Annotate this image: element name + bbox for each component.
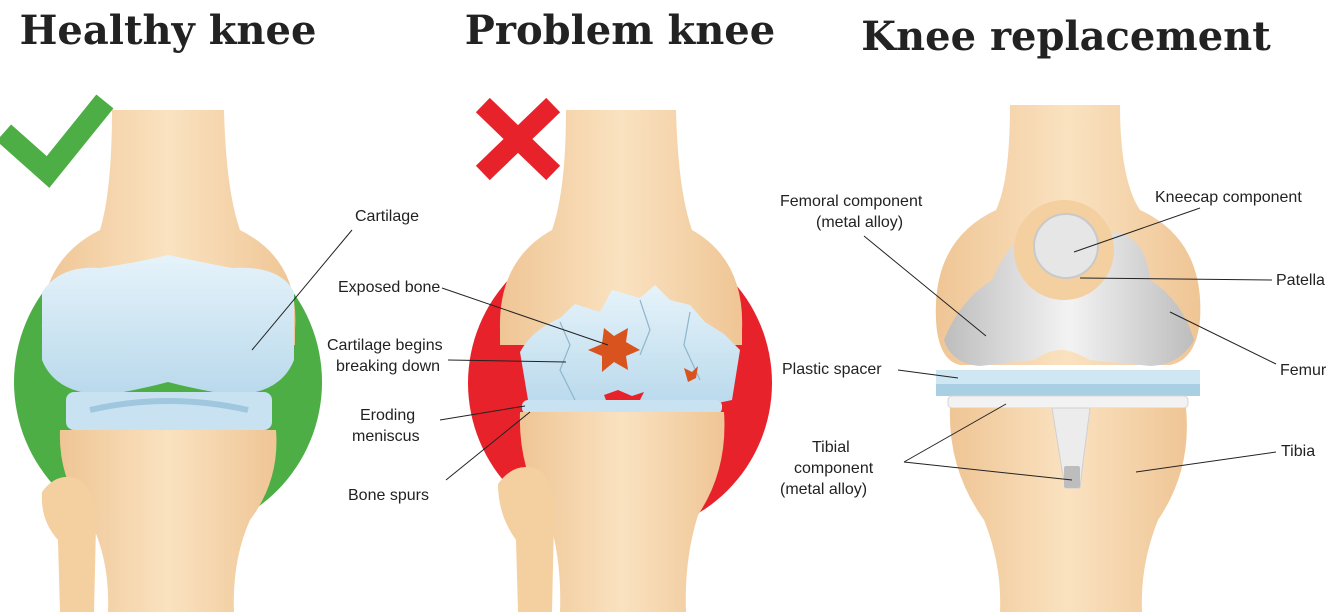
label-tibial-2: component <box>794 460 874 477</box>
label-cartilage-breaking-1: Cartilage begins <box>327 337 443 354</box>
label-cartilage-breaking-2: breaking down <box>336 358 440 375</box>
kneecap-component <box>1034 214 1098 278</box>
cartilage <box>42 255 294 395</box>
label-bone-spurs: Bone spurs <box>348 487 429 504</box>
cross-icon <box>490 112 546 166</box>
label-kneecap: Kneecap component <box>1155 189 1302 206</box>
fibula-bone <box>498 467 554 612</box>
label-plastic-spacer: Plastic spacer <box>782 361 882 378</box>
eroding-meniscus <box>522 400 722 414</box>
label-tibia: Tibia <box>1281 443 1315 460</box>
title-problem-knee: Problem knee <box>465 7 775 54</box>
title-healthy-knee: Healthy knee <box>20 7 317 54</box>
tibial-stem-tip <box>1064 466 1080 488</box>
check-icon <box>12 110 98 172</box>
problem-knee: Exposed bone Cartilage begins breaking d… <box>327 110 772 612</box>
label-femoral-2: (metal alloy) <box>816 214 903 231</box>
title-knee-replacement: Knee replacement <box>861 13 1271 60</box>
label-eroding-meniscus-1: Eroding <box>360 407 415 424</box>
fibula-bone <box>42 477 96 612</box>
label-cartilage: Cartilage <box>355 208 419 225</box>
tibial-tray <box>948 396 1188 408</box>
replacement-knee: Femoral component (metal alloy) Kneecap … <box>780 105 1327 612</box>
label-tibial-3: (metal alloy) <box>780 481 867 498</box>
label-exposed-bone: Exposed bone <box>338 279 440 296</box>
label-patella: Patella <box>1276 272 1325 289</box>
plastic-spacer-base <box>936 384 1200 396</box>
label-tibial-1: Tibial <box>812 439 850 456</box>
label-eroding-meniscus-2: meniscus <box>352 428 420 445</box>
label-femoral-1: Femoral component <box>780 193 923 210</box>
label-femur: Femur <box>1280 362 1327 379</box>
